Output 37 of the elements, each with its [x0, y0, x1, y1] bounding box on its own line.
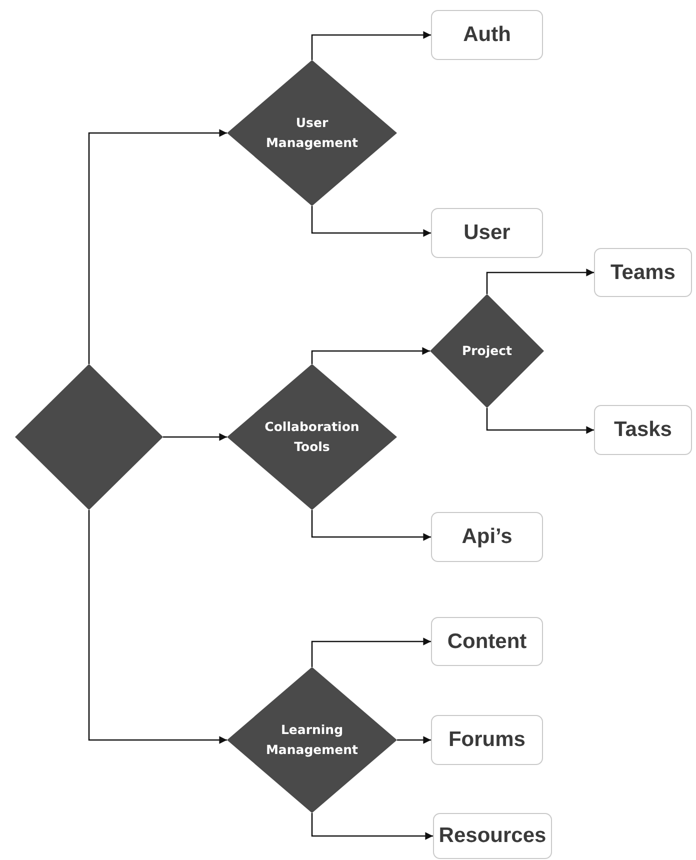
- node-label: Auth: [463, 23, 511, 47]
- decision-diamond: [227, 60, 397, 206]
- decision-diamond: [430, 294, 544, 408]
- process-box: [431, 617, 543, 666]
- node-label: Collaboration Tools: [264, 418, 360, 456]
- process-box: [431, 10, 543, 60]
- process-box: [431, 715, 543, 765]
- node-label: User Management: [264, 114, 359, 152]
- arrow: [486, 268, 594, 294]
- decision-diamond: [227, 364, 397, 510]
- node-label: Forums: [448, 728, 526, 752]
- decision-diamond: [15, 364, 163, 510]
- node-label: Project: [462, 342, 512, 360]
- arrow: [88, 510, 227, 744]
- arrow: [311, 510, 431, 541]
- arrow: [311, 813, 433, 840]
- process-box: [431, 208, 543, 258]
- node-label: Resources: [438, 824, 546, 848]
- arrow: [311, 347, 430, 364]
- arrow: [397, 736, 431, 744]
- arrow: [88, 129, 227, 364]
- process-box: [431, 512, 543, 562]
- process-box: [594, 248, 692, 297]
- node-label: Tasks: [614, 418, 672, 442]
- process-box: [594, 405, 692, 455]
- process-box: [433, 813, 552, 859]
- arrow: [311, 206, 431, 237]
- arrow: [163, 433, 227, 441]
- decision-diamond: [227, 667, 397, 813]
- node-label: Content: [447, 630, 527, 654]
- node-label: Teams: [610, 260, 676, 284]
- arrow: [311, 31, 431, 60]
- node-label: Api’s: [462, 525, 512, 549]
- arrow: [311, 638, 431, 667]
- arrow: [486, 408, 594, 434]
- node-label: User: [464, 221, 510, 245]
- node-label: Learning Management: [264, 721, 359, 759]
